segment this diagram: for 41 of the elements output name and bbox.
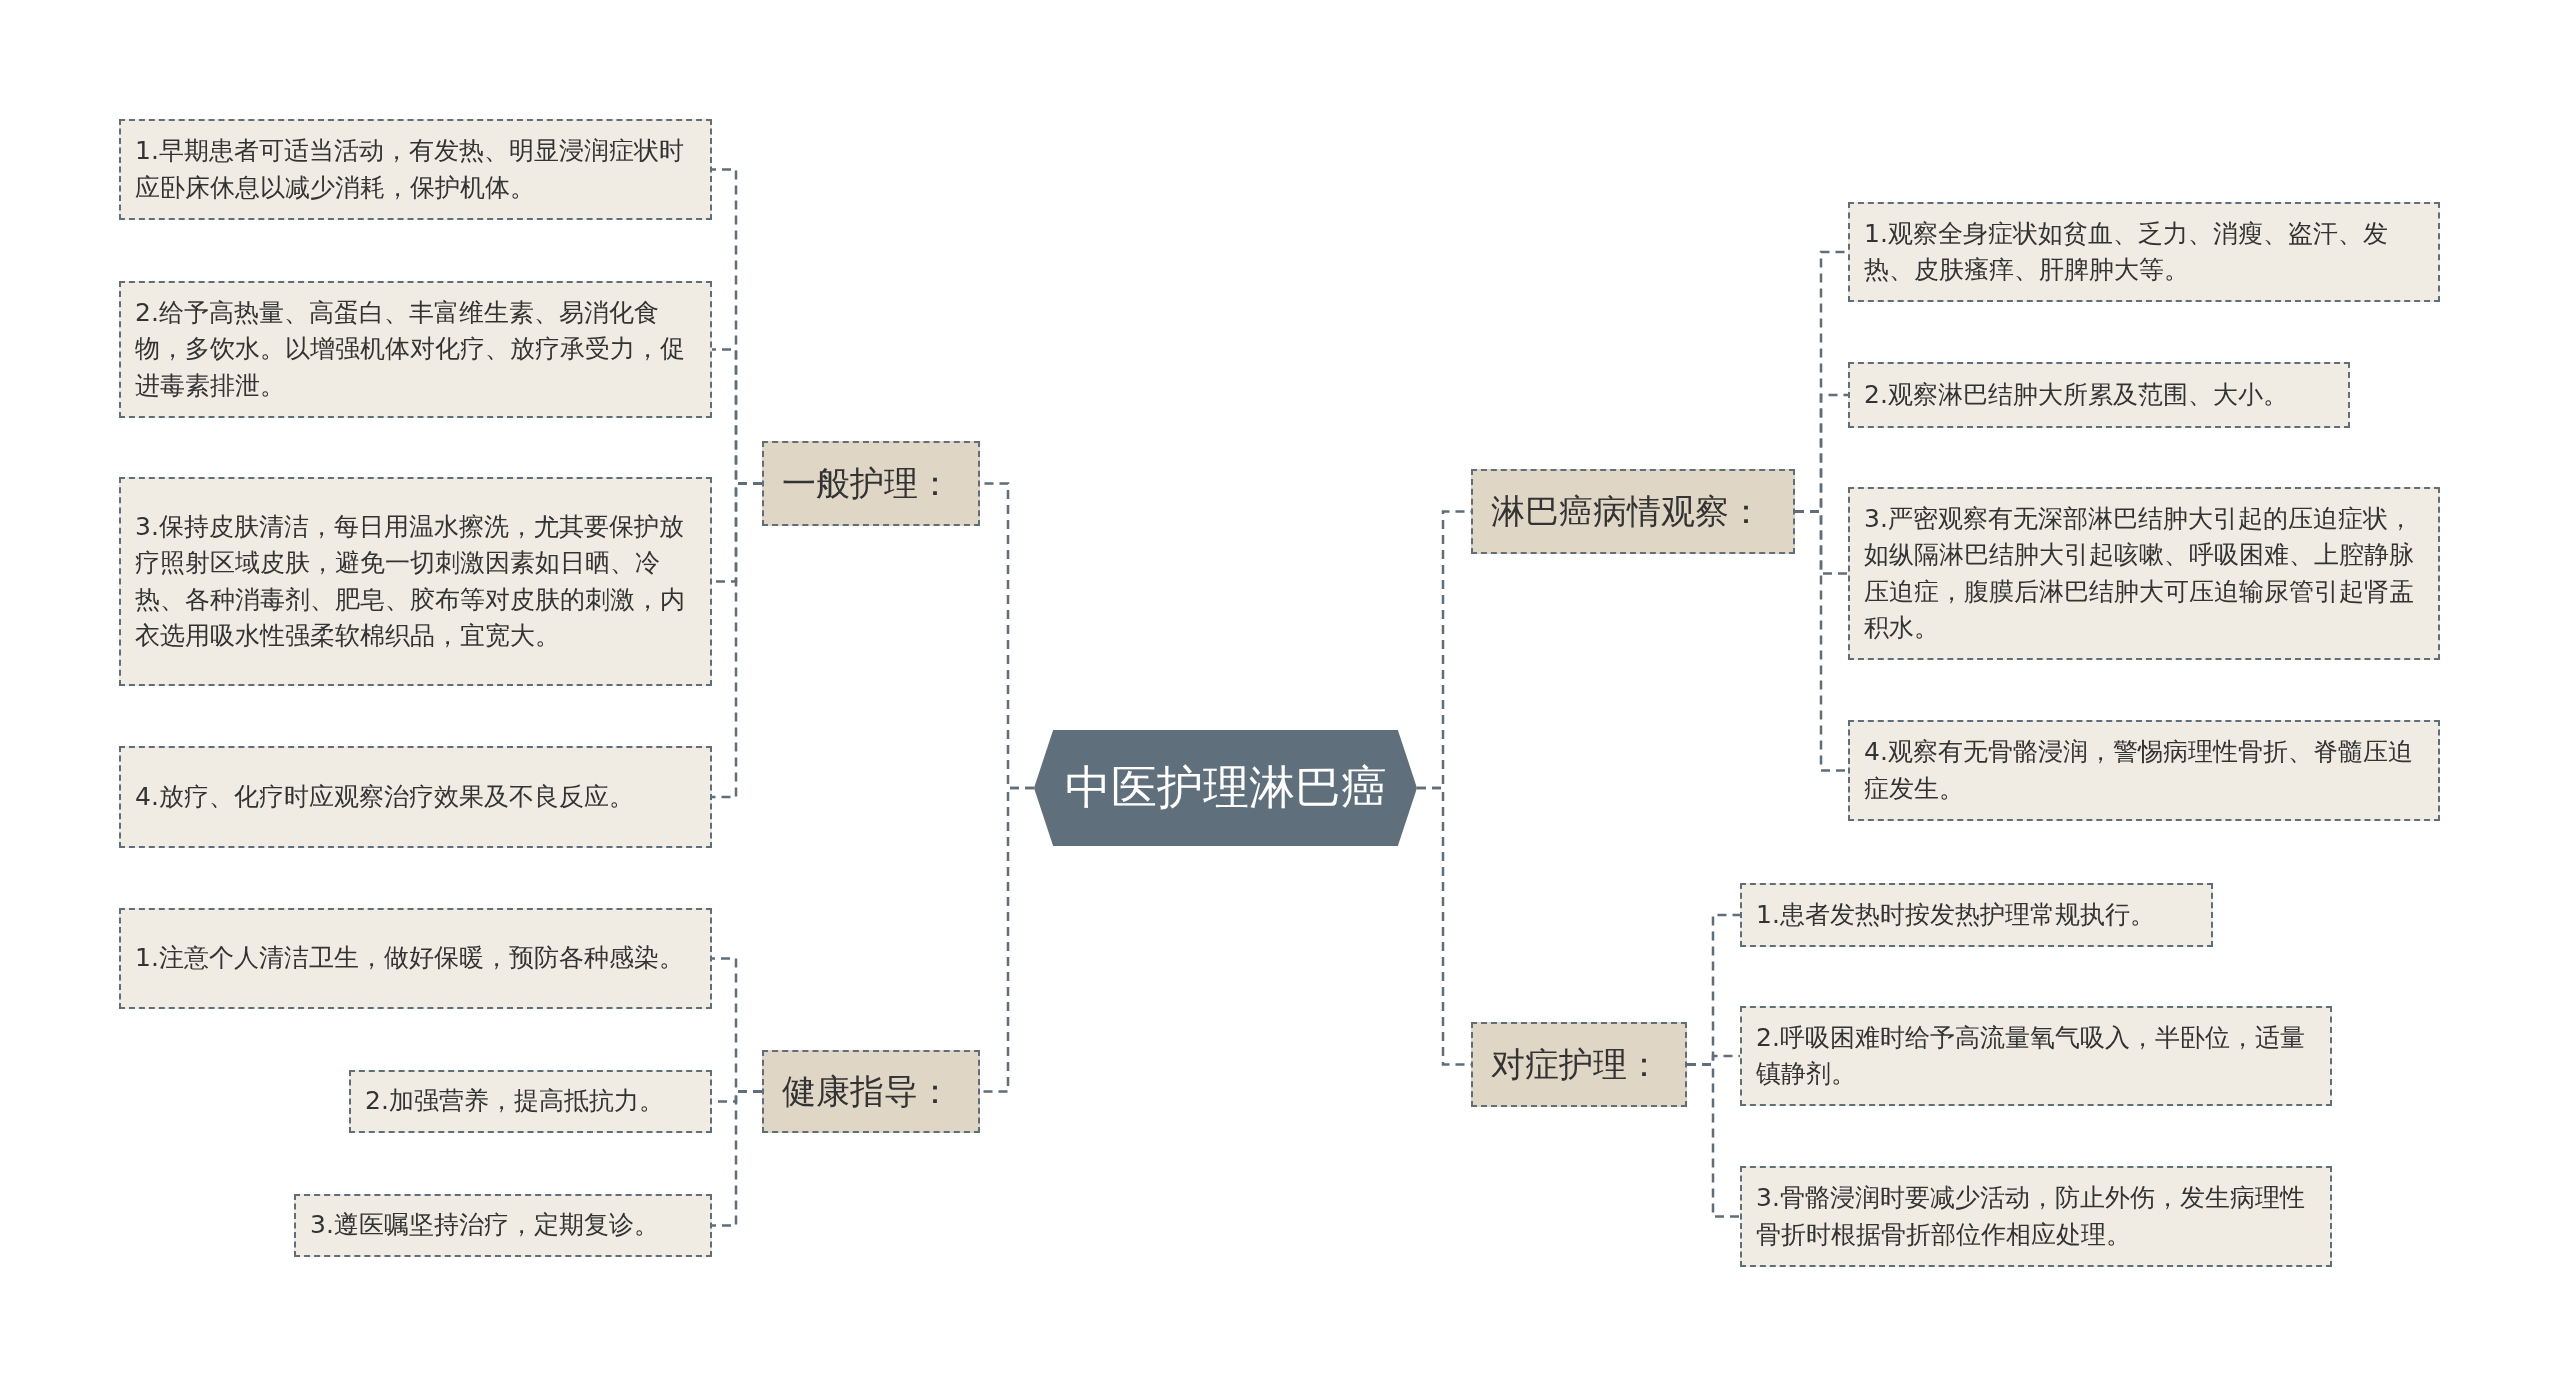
leaf-text: 3.严密观察有无深部淋巴结肿大引起的压迫症状，如纵隔淋巴结肿大引起咳嗽、呼吸困难、上腔静脉压迫症，腹膜后淋巴结肿大可压迫输尿管引起肾盂积水。 [1864,503,2415,644]
branch-title: 一般护理： [782,461,952,505]
leaf-box [119,281,712,418]
branch-title: 健康指导： [782,1069,952,1113]
leaf-box [1848,362,2350,428]
leaf-box [294,1194,712,1257]
leaf-box [1740,1006,2332,1106]
branch-box [762,441,980,526]
leaf-text: 1.观察全身症状如贫血、乏力、消瘦、盗汗、发热、皮肤瘙痒、肝脾肿大等。 [1864,217,2389,286]
connector [1687,1063,1740,1218]
leaf-text: 3.保持皮肤清洁，每日用温水擦洗，尤其要保护放疗照射区域皮肤，避免一切刺激因素如日晒、冷热、各种消毒剂、肥皂、胶布等对皮肤的刺激，内衣选用吸水性强柔软棉织品，宜宽大。 [135,511,686,652]
branch-box [1471,469,1795,554]
leaf-text: 2.给予高热量、高蛋白、丰富维生素、易消化食物，多饮水。以增强机体对化疗、放疗承受力，促进毒素排泄。 [135,297,686,402]
leaf-box [119,119,712,220]
leaf-text: 4.观察有无骨骼浸润，警惕病理性骨折、脊髓压迫症发生。 [1864,736,2414,805]
connector [712,1090,762,1227]
branch-title: 对症护理： [1491,1042,1661,1086]
connector [712,482,762,799]
leaf-text: 2.观察淋巴结肿大所累及范围、大小。 [1864,378,2288,411]
connector [1795,510,1848,772]
leaf-text: 2.呼吸困难时给予高流量氧气吸入，半卧位，适量镇静剂。 [1756,1021,2306,1090]
leaf-box [1740,1166,2332,1267]
branch-box [1471,1022,1687,1107]
leaf-text: 2.加强营养，提高抵抗力。 [365,1085,664,1118]
leaf-box [1848,487,2440,660]
leaf-text: 1.注意个人清洁卫生，做好保暖，预防各种感染。 [135,942,684,975]
topic-title: 中医护理淋巴癌 [1064,759,1387,816]
leaf-text: 4.放疗、化疗时应观察治疗效果及不良反应。 [135,780,634,813]
leaf-box [349,1070,712,1133]
leaf-text: 1.早期患者可适当活动，有发热、明显浸润症状时应卧床休息以减少消耗，保护机体。 [135,135,685,204]
branch-box [762,1050,980,1133]
leaf-box [1848,202,2440,302]
leaf-box [119,746,712,848]
leaf-box [119,477,712,686]
leaf-text: 1.患者发热时按发热护理常规执行。 [1756,898,2155,931]
leaf-box [1740,883,2213,947]
leaf-box [119,908,712,1009]
leaf-text: 3.遵医嘱坚持治疗，定期复诊。 [310,1209,659,1242]
leaf-text: 3.骨骼浸润时要减少活动，防止外伤，发生病理性骨折时根据骨折部位作相应处理。 [1756,1182,2306,1251]
branch-title: 淋巴癌病情观察： [1491,489,1763,533]
leaf-box [1848,720,2440,821]
